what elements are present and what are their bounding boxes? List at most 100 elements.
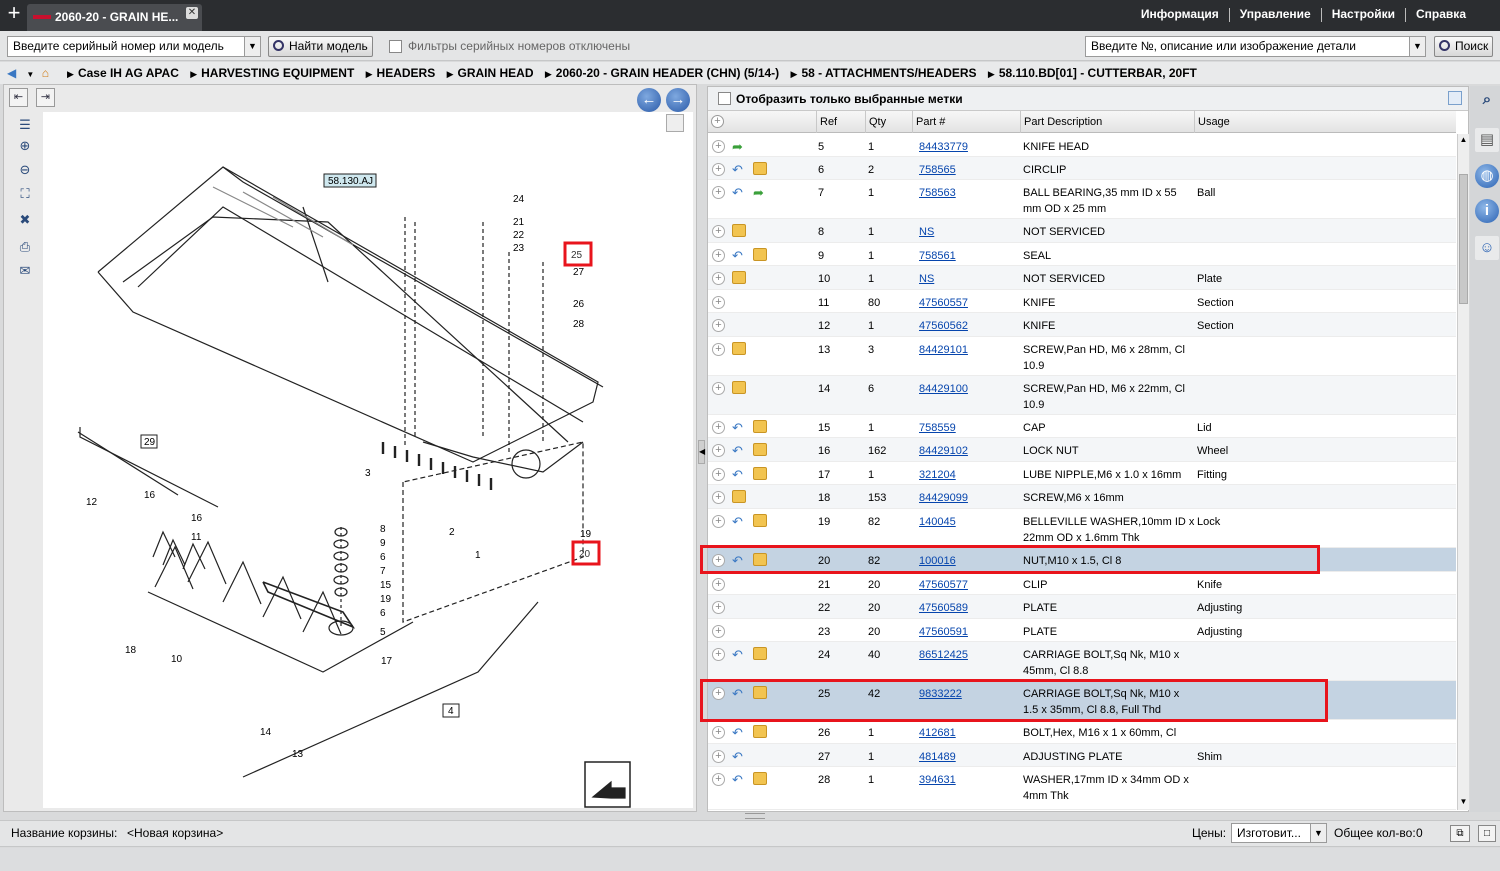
table-row[interactable]: + 23 20 47560591 PLATE Adjusting [708, 619, 1456, 642]
table-row[interactable]: + ↶ 19 82 140045 BELLEVILLE WASHER,10mm … [708, 509, 1456, 548]
add-to-cart-icon[interactable]: + [712, 444, 725, 457]
serial-filter-checkbox[interactable] [389, 40, 402, 53]
replacement-arrow-icon[interactable]: ➦ [732, 139, 743, 154]
breadcrumb-item[interactable]: 2060-20 - GRAIN HEADER (CHN) (5/14-) [545, 62, 779, 85]
table-row[interactable]: + ↶ 17 1 321204 LUBE NIPPLE,M6 x 1.0 x 1… [708, 462, 1456, 497]
serial-search-input[interactable]: Введите серийный номер или модель ▼ [7, 36, 261, 57]
table-row[interactable]: + ↶ 16 162 84429102 LOCK NUT Wheel [708, 438, 1456, 462]
add-to-cart-icon[interactable]: + [712, 343, 725, 356]
back-arrow-icon[interactable]: ◀ [7, 66, 17, 80]
package-icon[interactable] [753, 514, 767, 527]
add-to-cart-icon[interactable]: + [712, 601, 725, 614]
breadcrumb-item[interactable]: 58 - ATTACHMENTS/HEADERS [791, 62, 976, 85]
table-row[interactable]: + 13 3 84429101 SCREW,Pan HD, M6 x 28mm,… [708, 337, 1456, 376]
add-to-cart-icon[interactable]: + [712, 163, 725, 176]
package-icon[interactable] [753, 553, 767, 566]
package-icon[interactable] [753, 420, 767, 433]
table-row[interactable]: + 10 1 NS NOT SERVICED Plate [708, 266, 1456, 290]
chevron-down-icon[interactable]: ▼ [1409, 37, 1425, 56]
add-to-cart-icon[interactable]: + [712, 421, 725, 434]
add-to-cart-icon[interactable]: + [712, 648, 725, 661]
column-header-ref[interactable]: Ref [816, 111, 865, 133]
list-icon[interactable]: ▤ [1475, 128, 1499, 152]
home-icon[interactable]: ⌂ [41, 66, 49, 80]
part-number-link[interactable]: 47560577 [919, 579, 968, 591]
next-page-icon[interactable]: → [666, 88, 690, 112]
part-number-link[interactable]: 84429099 [919, 492, 968, 504]
package-icon[interactable] [753, 467, 767, 480]
replacement-arrow-icon[interactable]: ➦ [753, 185, 764, 200]
menu-info[interactable]: Информация [1140, 7, 1219, 21]
part-number-link[interactable]: 84433779 [919, 141, 968, 153]
breadcrumb-item[interactable]: GRAIN HEAD [447, 62, 534, 85]
return-arrow-icon[interactable]: ↶ [732, 749, 743, 764]
part-number-link[interactable]: NS [919, 226, 935, 238]
table-row[interactable]: + 12 1 47560562 KNIFE Section [708, 313, 1456, 337]
breadcrumb-item[interactable]: HARVESTING EQUIPMENT [190, 62, 354, 85]
add-to-cart-icon[interactable]: + [712, 186, 725, 199]
previous-page-icon[interactable]: ← [637, 88, 661, 112]
package-icon[interactable] [732, 381, 746, 394]
user-icon[interactable]: ☺ [1475, 236, 1499, 260]
return-arrow-icon[interactable]: ↶ [732, 467, 743, 482]
add-to-cart-icon[interactable]: + [712, 319, 725, 332]
find-model-button[interactable]: Найти модель [268, 36, 373, 57]
maximize-icon[interactable]: □ [1478, 825, 1496, 842]
part-number-link[interactable]: 394631 [919, 774, 956, 786]
email-icon[interactable]: ✉ [19, 263, 31, 278]
table-row[interactable]: + ↶ 24 40 86512425 CARRIAGE BOLT,Sq Nk, … [708, 642, 1456, 681]
column-header-usage[interactable]: Usage [1194, 111, 1456, 133]
print-icon[interactable]: ⎙ [19, 239, 31, 254]
table-row[interactable]: + 8 1 NS NOT SERVICED [708, 219, 1456, 243]
add-to-cart-icon[interactable]: + [712, 554, 725, 567]
return-arrow-icon[interactable]: ↶ [732, 725, 743, 740]
add-to-cart-icon[interactable]: + [712, 296, 725, 309]
table-row[interactable]: + 18 153 84429099 SCREW,M6 x 16mm [708, 485, 1456, 509]
add-to-cart-icon[interactable]: + [712, 140, 725, 153]
table-row[interactable]: + ↶ 26 1 412681 BOLT,Hex, M16 x 1 x 60mm… [708, 720, 1456, 755]
table-row[interactable]: + ↶ 6 2 758565 CIRCLIP [708, 157, 1456, 180]
zoom-out-icon[interactable]: ⊖ [19, 162, 31, 177]
search-icon[interactable]: ⌕ [1482, 91, 1492, 108]
return-arrow-icon[interactable]: ↶ [732, 553, 743, 568]
part-number-link[interactable]: 84429100 [919, 383, 968, 395]
table-row[interactable]: + ↶ 27 1 481489 ADJUSTING PLATE Shim [708, 744, 1456, 767]
part-number-link[interactable]: NS [919, 273, 935, 285]
table-row[interactable]: + ↶ 28 1 394631 WASHER,17mm ID x 34mm OD… [708, 767, 1456, 810]
table-row[interactable]: + ↶ 9 1 758561 SEAL [708, 243, 1456, 266]
cart-name[interactable]: <Новая корзина> [127, 826, 224, 840]
restore-window-icon[interactable]: ⧉ [1450, 825, 1470, 842]
package-icon[interactable] [753, 772, 767, 785]
add-to-cart-icon[interactable]: + [712, 225, 725, 238]
menu-settings[interactable]: Настройки [1331, 7, 1396, 21]
scroll-down-icon[interactable]: ▼ [1459, 797, 1468, 806]
add-to-cart-icon[interactable]: + [712, 249, 725, 262]
package-icon[interactable] [753, 725, 767, 738]
package-icon[interactable] [753, 443, 767, 456]
splitter-handle-icon[interactable]: ◀ [698, 440, 705, 464]
return-arrow-icon[interactable]: ↶ [732, 686, 743, 701]
part-number-link[interactable]: 481489 [919, 751, 956, 763]
part-number-link[interactable]: 9833222 [919, 688, 962, 700]
tab-active[interactable]: 2060-20 - GRAIN HE... ✕ [27, 4, 202, 31]
part-number-link[interactable]: 412681 [919, 727, 956, 739]
table-row[interactable]: + 22 20 47560589 PLATE Adjusting [708, 595, 1456, 619]
return-arrow-icon[interactable]: ↶ [732, 443, 743, 458]
part-number-link[interactable]: 47560562 [919, 320, 968, 332]
table-row[interactable]: + 14 6 84429100 SCREW,Pan HD, M6 x 22mm,… [708, 376, 1456, 415]
column-header-part[interactable]: Part # [912, 111, 1020, 133]
menu-manage[interactable]: Управление [1239, 7, 1311, 21]
part-number-link[interactable]: 758563 [919, 187, 956, 199]
package-icon[interactable] [732, 342, 746, 355]
table-row[interactable]: + 11 80 47560557 KNIFE Section [708, 290, 1456, 313]
globe-icon[interactable]: ◍ [1475, 164, 1499, 188]
part-number-link[interactable]: 84429101 [919, 344, 968, 356]
scroll-up-icon[interactable]: ▲ [1459, 135, 1468, 144]
package-icon[interactable] [753, 686, 767, 699]
breadcrumb-item[interactable]: Case IH AG APAC [67, 62, 179, 85]
part-number-link[interactable]: 47560591 [919, 626, 968, 638]
add-to-cart-icon[interactable]: + [712, 578, 725, 591]
return-arrow-icon[interactable]: ↶ [732, 420, 743, 435]
part-number-link[interactable]: 758565 [919, 164, 956, 176]
add-to-cart-icon[interactable]: + [712, 773, 725, 786]
